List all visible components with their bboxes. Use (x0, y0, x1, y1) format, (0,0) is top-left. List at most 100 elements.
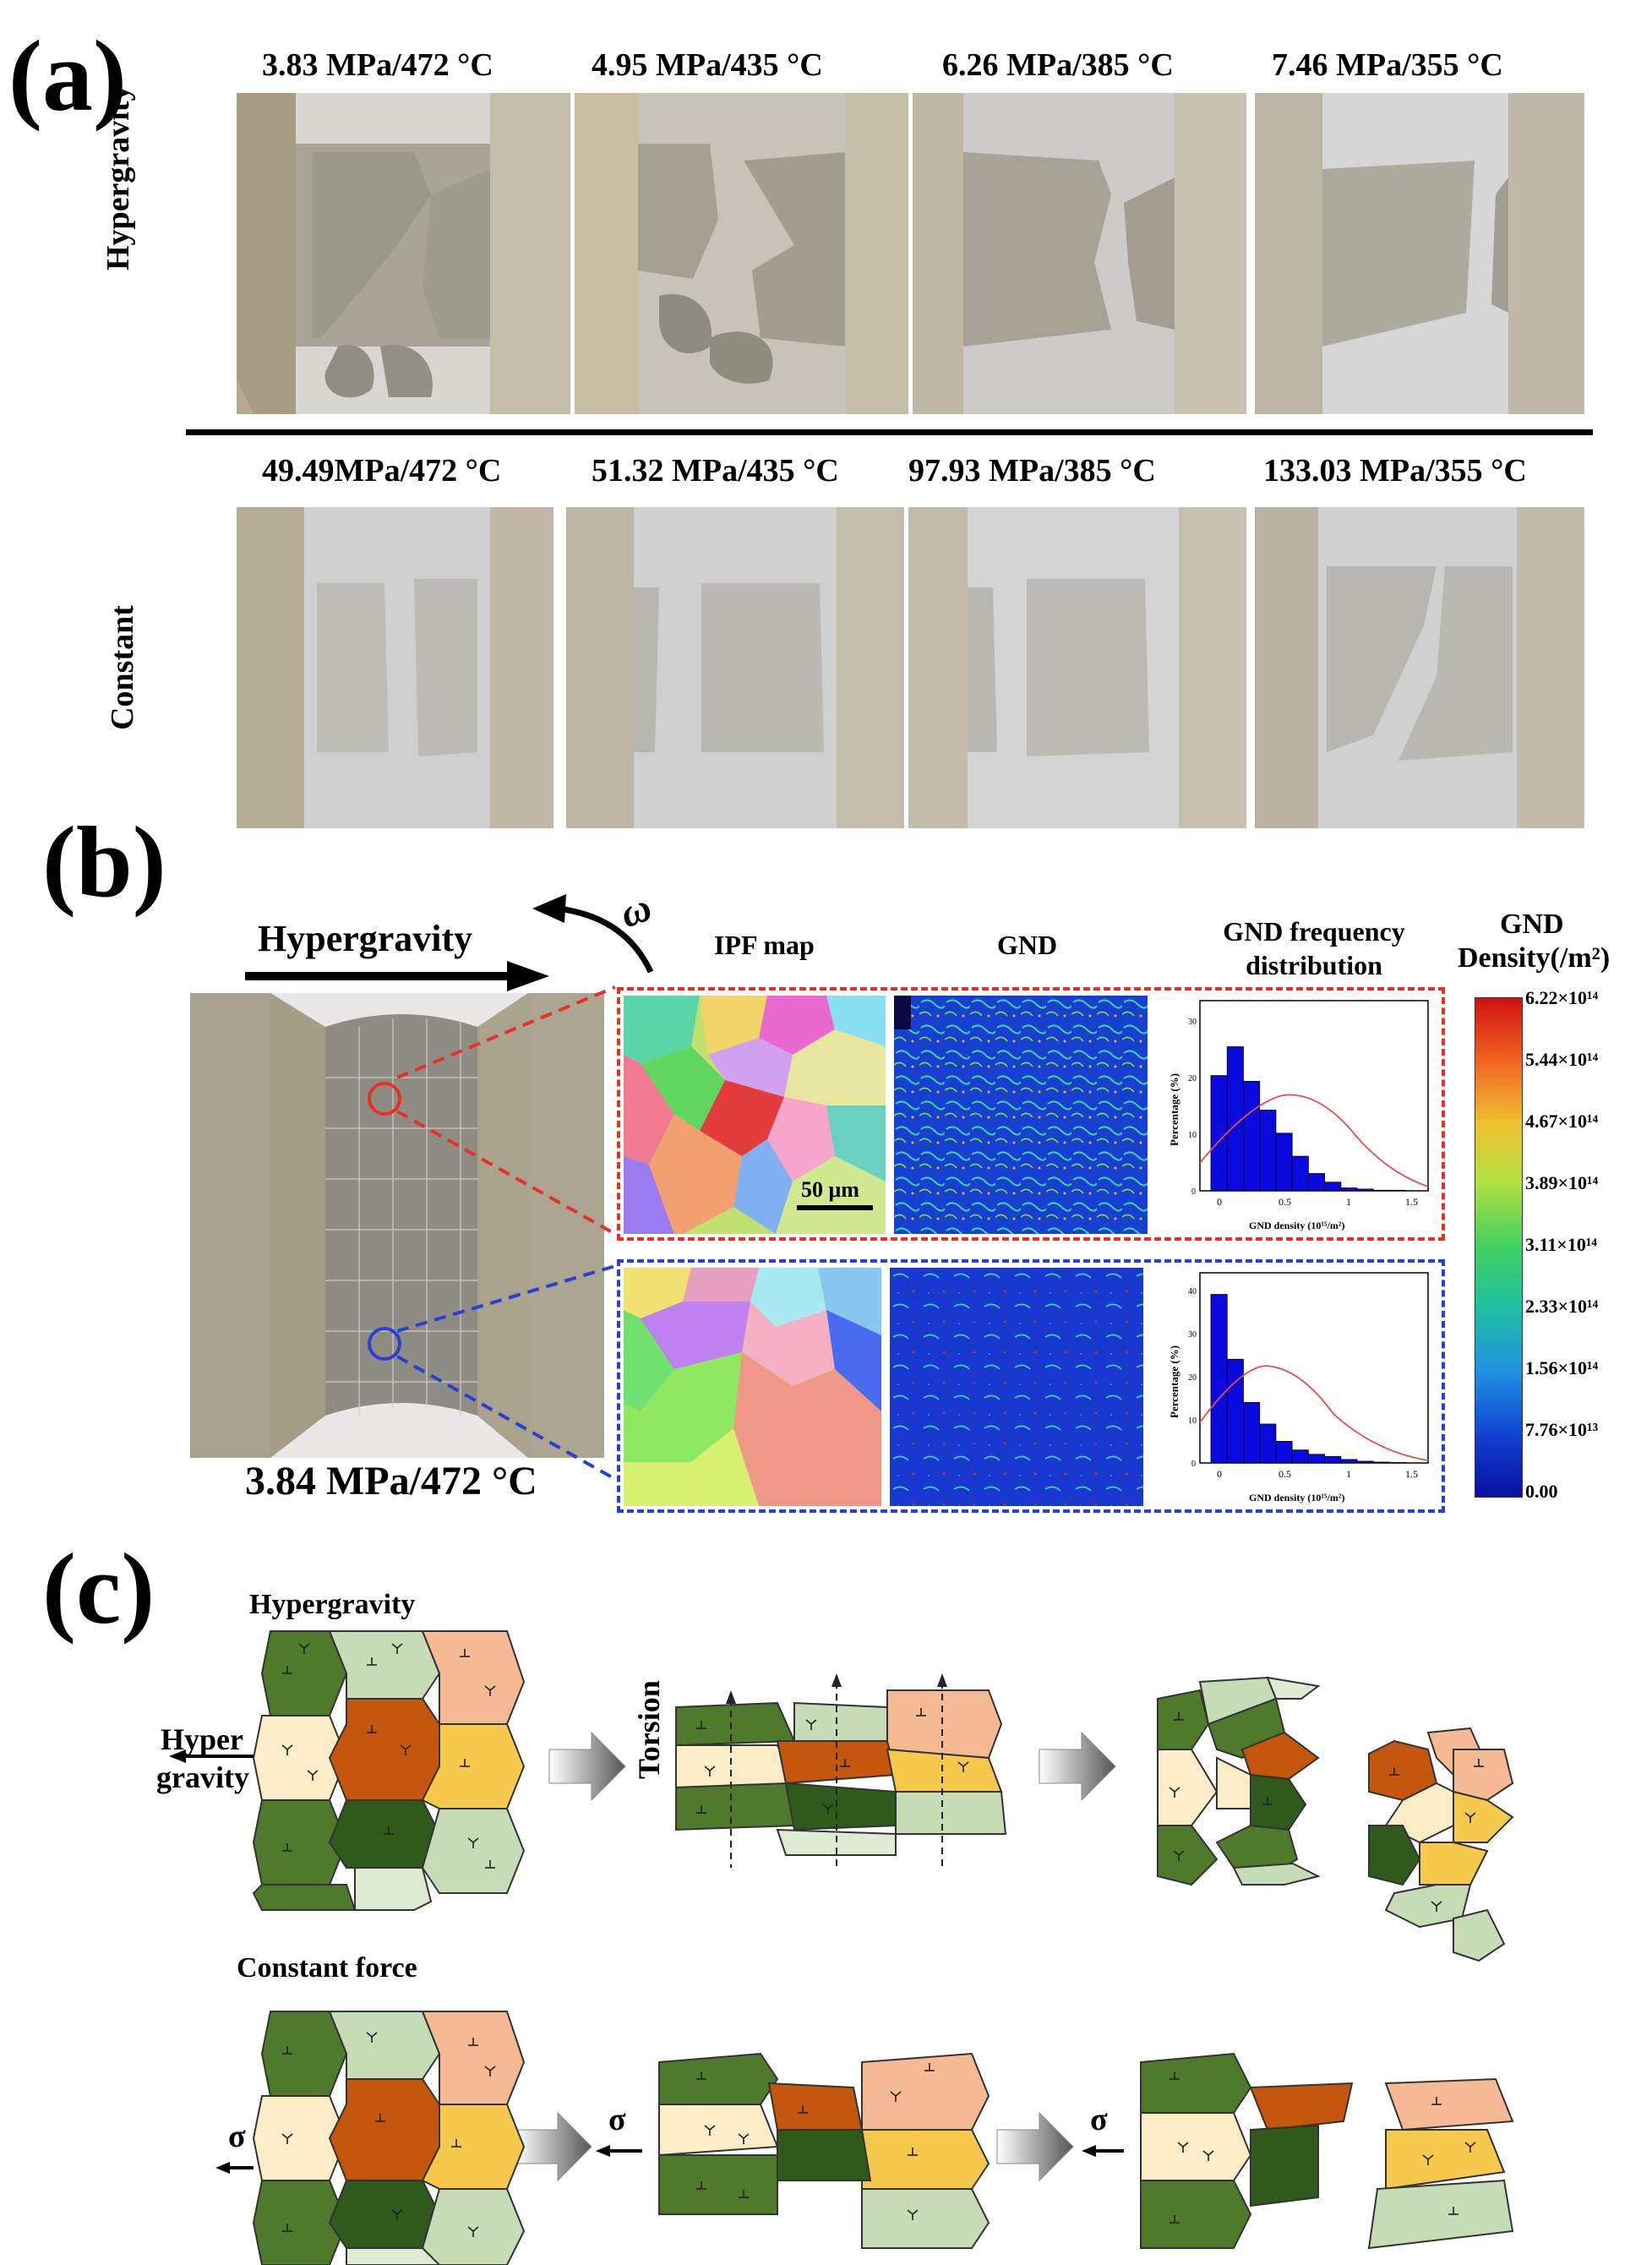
grain-cluster-hyper-initial (252, 1630, 526, 1911)
hist-blue-bar-7 (1324, 1455, 1342, 1464)
colorbar-tick-1: 5.44×10¹⁴ (1525, 1049, 1599, 1070)
omega-rotation-arrow-icon (532, 894, 654, 974)
hist-blue-bar-6 (1307, 1454, 1326, 1464)
ipf-map-blue (624, 1268, 881, 1506)
constant-title: Constant force (237, 1952, 417, 1984)
hist-red-xtick-0: 0 (1217, 1196, 1222, 1208)
colorbar-tick-8: 0.00 (1525, 1481, 1558, 1502)
hist-blue-ytick-4: 40 (1188, 1287, 1197, 1296)
hist-red-xtick-3: 1.5 (1405, 1196, 1418, 1208)
hist-red-bar-8 (1340, 1187, 1358, 1192)
histogram-red-fit-curve (1199, 1094, 1429, 1187)
hyper-title: Hypergravity (249, 1589, 416, 1620)
hist-blue-bar-1 (1226, 1358, 1244, 1464)
blue-roi-frame (617, 1259, 1445, 1513)
grain-cluster-constant-initial (252, 2011, 526, 2265)
specimen-photo-b (190, 993, 604, 1458)
colorbar-title-1: GND (1500, 909, 1564, 940)
hist-red-bar-6 (1307, 1173, 1326, 1192)
hist-blue-xtick-3: 1.5 (1405, 1468, 1418, 1480)
schematic-c: Hyper gravity Torsion (156, 1630, 1514, 2265)
caption-a-6: 51.32 MPa/435 °C (592, 453, 839, 488)
hist-red-bar-0 (1210, 1075, 1228, 1192)
sigma-label-3: σ (1090, 2102, 1108, 2137)
hypergravity-arrow-label: Hypergravity (258, 918, 473, 959)
sigma-label-2: σ (608, 2102, 626, 2137)
histogram-blue-xlabel: GND density (10¹⁵/m²) (1249, 1492, 1344, 1504)
specimen-photo-constant-2 (566, 507, 904, 828)
histogram-blue-fit-curve (1199, 1365, 1429, 1461)
colorbar-tick-3: 3.89×10¹⁴ (1525, 1172, 1599, 1193)
sigma-arrow-icon-1 (215, 2162, 230, 2174)
panel-a-letter: (a) (8, 19, 127, 132)
grain-cluster-hyper-fractured (1157, 1676, 1321, 1886)
colorbar-tick-4: 3.11×10¹⁴ (1525, 1234, 1598, 1255)
hist-red-bar-1 (1226, 1046, 1244, 1192)
hist-blue-bar-11 (1389, 1462, 1407, 1464)
process-arrow-icon-3 (515, 2111, 592, 2182)
hist-blue-bar-5 (1291, 1449, 1309, 1464)
hist-blue-ytick-3: 30 (1188, 1330, 1197, 1340)
ipf-map-red: 50 μm (624, 996, 886, 1234)
colorbar-tick-6: 1.56×10¹⁴ (1525, 1357, 1599, 1378)
hist-blue-bar-9 (1356, 1460, 1374, 1464)
hist-blue-ytick-2: 20 (1188, 1373, 1197, 1383)
header-ipf-map: IPF map (714, 930, 815, 960)
hist-red-bar-4 (1275, 1132, 1293, 1192)
hypergravity-arrow-icon (245, 961, 549, 991)
hist-red-bar-10 (1372, 1189, 1390, 1192)
histogram-red-xlabel: GND density (10¹⁵/m²) (1249, 1220, 1344, 1231)
header-gnd: GND (997, 930, 1058, 960)
colorbar-ticks: 6.22×10¹⁴ 5.44×10¹⁴ 4.67×10¹⁴ 3.89×10¹⁴ … (1525, 987, 1644, 1511)
zoom-connectors (397, 985, 616, 1481)
hist-blue-bar-8 (1340, 1459, 1358, 1464)
hist-red-bar-5 (1291, 1155, 1309, 1192)
hist-blue-bar-3 (1259, 1423, 1277, 1464)
process-arrow-icon-4 (996, 2111, 1074, 2182)
hyper-arrow-head-icon (169, 1749, 186, 1763)
sigma-label-1: σ (228, 2119, 246, 2154)
hyper-label-2: gravity (156, 1760, 249, 1794)
hist-red-bar-7 (1324, 1182, 1342, 1192)
hist-blue-bar-10 (1372, 1461, 1390, 1464)
header-gnd-frequency: GND frequency distribution (1223, 916, 1405, 980)
torsion-label: Torsion (632, 1680, 666, 1779)
hist-red-bar-11 (1389, 1189, 1407, 1192)
hyper-label-1: Hyper (161, 1722, 243, 1756)
hist-blue-xtick-0: 0 (1217, 1468, 1222, 1480)
caption-a-1: 3.83 MPa/472 °C (262, 47, 493, 83)
specimen-photo-constant-4 (1255, 507, 1584, 828)
caption-a-5: 49.49MPa/472 °C (262, 453, 502, 488)
specimen-photo-constant-1 (237, 507, 553, 828)
specimen-caption-b: 3.84 MPa/472 °C (245, 1459, 537, 1504)
specimen-photo-hyper-2 (575, 93, 908, 414)
panel-b-letter: (b) (42, 805, 166, 918)
hist-red-ytick-0: 0 (1191, 1187, 1196, 1197)
hist-blue-bar-2 (1243, 1402, 1261, 1464)
colorbar-tick-7: 7.76×10¹³ (1525, 1419, 1599, 1440)
hist-red-ytick-1: 10 (1188, 1131, 1197, 1140)
sigma-arrow-icon-2 (596, 2145, 610, 2157)
histogram-blue: Percentage (%) GND density (10¹⁵/m²) 0 0… (1164, 1266, 1439, 1507)
hist-blue-bar-0 (1210, 1294, 1228, 1464)
caption-a-2: 4.95 MPa/435 °C (592, 47, 823, 83)
red-roi-frame (617, 987, 1445, 1241)
gnd-map-blue (890, 1268, 1143, 1506)
specimen-photo-hyper-4 (1255, 93, 1584, 414)
specimen-photo-hyper-3 (913, 93, 1246, 414)
histogram-blue-bars (1210, 1294, 1407, 1464)
histogram-red: Percentage (%) GND density (10¹⁵/m²) 0 0… (1164, 994, 1439, 1235)
colorbar (1475, 997, 1523, 1498)
hist-red-bar-9 (1356, 1188, 1374, 1192)
caption-a-4: 7.46 MPa/355 °C (1272, 47, 1503, 83)
hist-red-xtick-2: 1 (1346, 1196, 1351, 1208)
hist-blue-bar-4 (1275, 1441, 1293, 1464)
grain-cluster-constant-fractured (1140, 2052, 1514, 2250)
hist-blue-ytick-0: 0 (1191, 1460, 1196, 1469)
colorbar-tick-0: 6.22×10¹⁴ (1525, 987, 1599, 1008)
hist-red-bar-3 (1259, 1110, 1277, 1192)
hist-red-bar-2 (1243, 1081, 1261, 1192)
row-label-constant: Constant (105, 605, 140, 730)
hist-red-ytick-2: 20 (1188, 1074, 1197, 1083)
histogram-blue-ylabel: Percentage (%) (1168, 1345, 1180, 1418)
